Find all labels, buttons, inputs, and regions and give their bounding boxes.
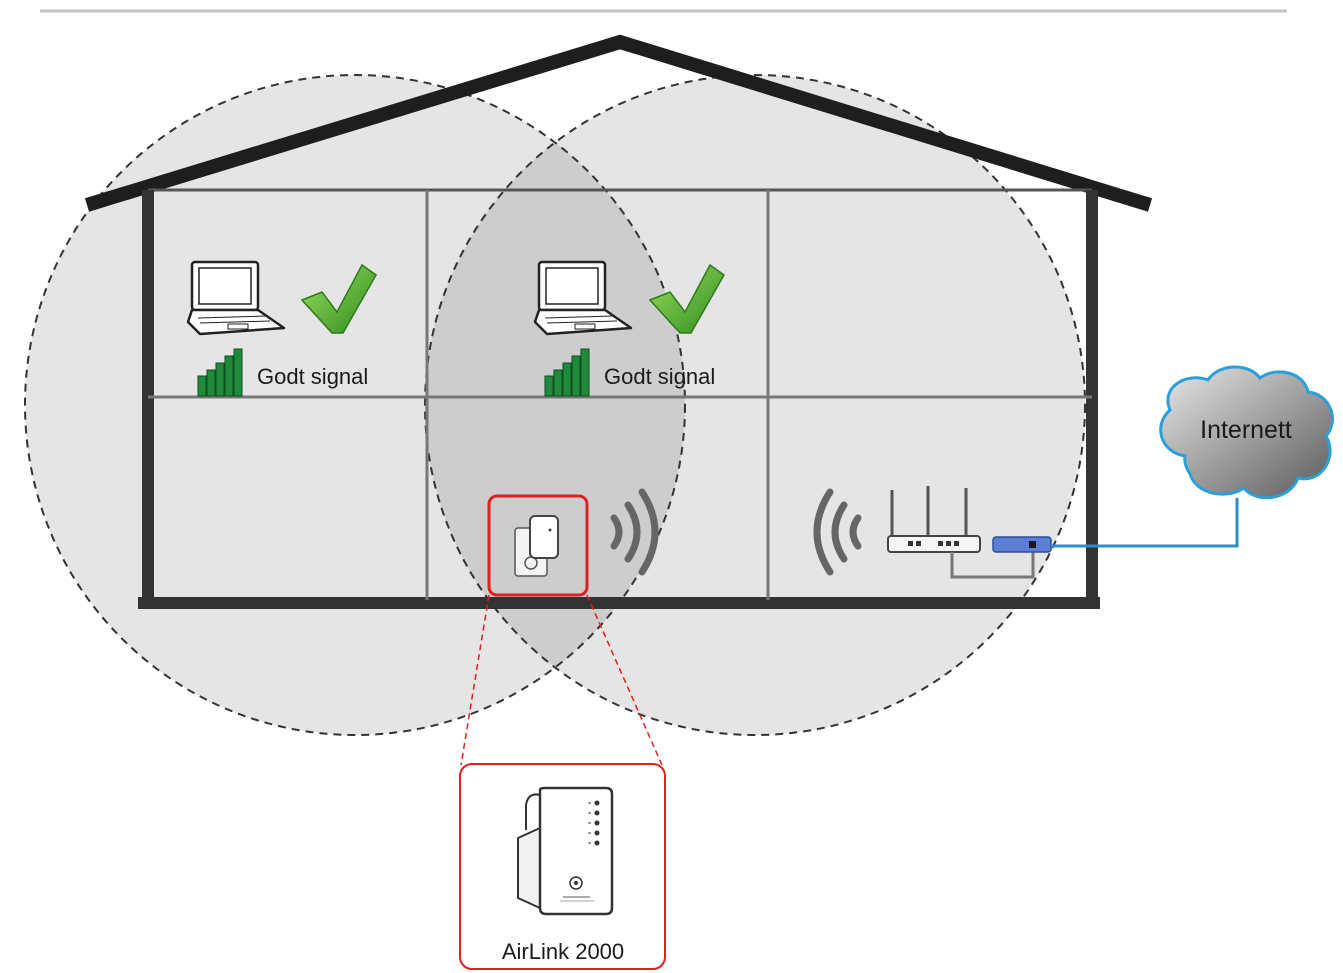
modem-icon bbox=[992, 536, 1052, 553]
extender-detail-panel: AirLink 2000 bbox=[459, 763, 666, 970]
room-top-left-device: Godt signal bbox=[186, 260, 377, 397]
coverage-outline-router bbox=[424, 74, 1086, 736]
house bbox=[84, 34, 1153, 609]
cloud-icon: Internett bbox=[1159, 365, 1334, 500]
cloud-label: Internett bbox=[1200, 416, 1292, 444]
extender-in-room bbox=[487, 488, 659, 597]
signal-label-top-middle: Godt signal bbox=[604, 364, 715, 389]
router-icon bbox=[887, 486, 981, 553]
house-roof bbox=[84, 34, 1153, 212]
signal-bars-icon bbox=[544, 348, 590, 397]
room-top-middle-device: Godt signal bbox=[533, 260, 725, 397]
wall-plug-extender-icon bbox=[514, 515, 559, 577]
extender-label: AirLink 2000 bbox=[502, 939, 624, 964]
zoom-callout-lines bbox=[460, 594, 663, 766]
coverage-outline-extender bbox=[24, 74, 686, 736]
router-modem-cable bbox=[950, 552, 1035, 579]
laptop-icon bbox=[186, 260, 286, 336]
checkmark-icon bbox=[648, 263, 725, 334]
signal-bars-icon bbox=[197, 348, 243, 397]
internet-cable bbox=[1051, 498, 1239, 548]
laptop-icon bbox=[533, 260, 633, 336]
extender-device-icon bbox=[517, 786, 614, 916]
signal-label-top-left: Godt signal bbox=[257, 364, 368, 389]
extender-highlight-box bbox=[487, 494, 589, 597]
wifi-waves-icon bbox=[813, 488, 862, 576]
coverage-overlap bbox=[425, 75, 685, 735]
checkmark-icon bbox=[300, 263, 377, 334]
wifi-waves-icon bbox=[610, 488, 659, 576]
router-area bbox=[813, 486, 1052, 579]
